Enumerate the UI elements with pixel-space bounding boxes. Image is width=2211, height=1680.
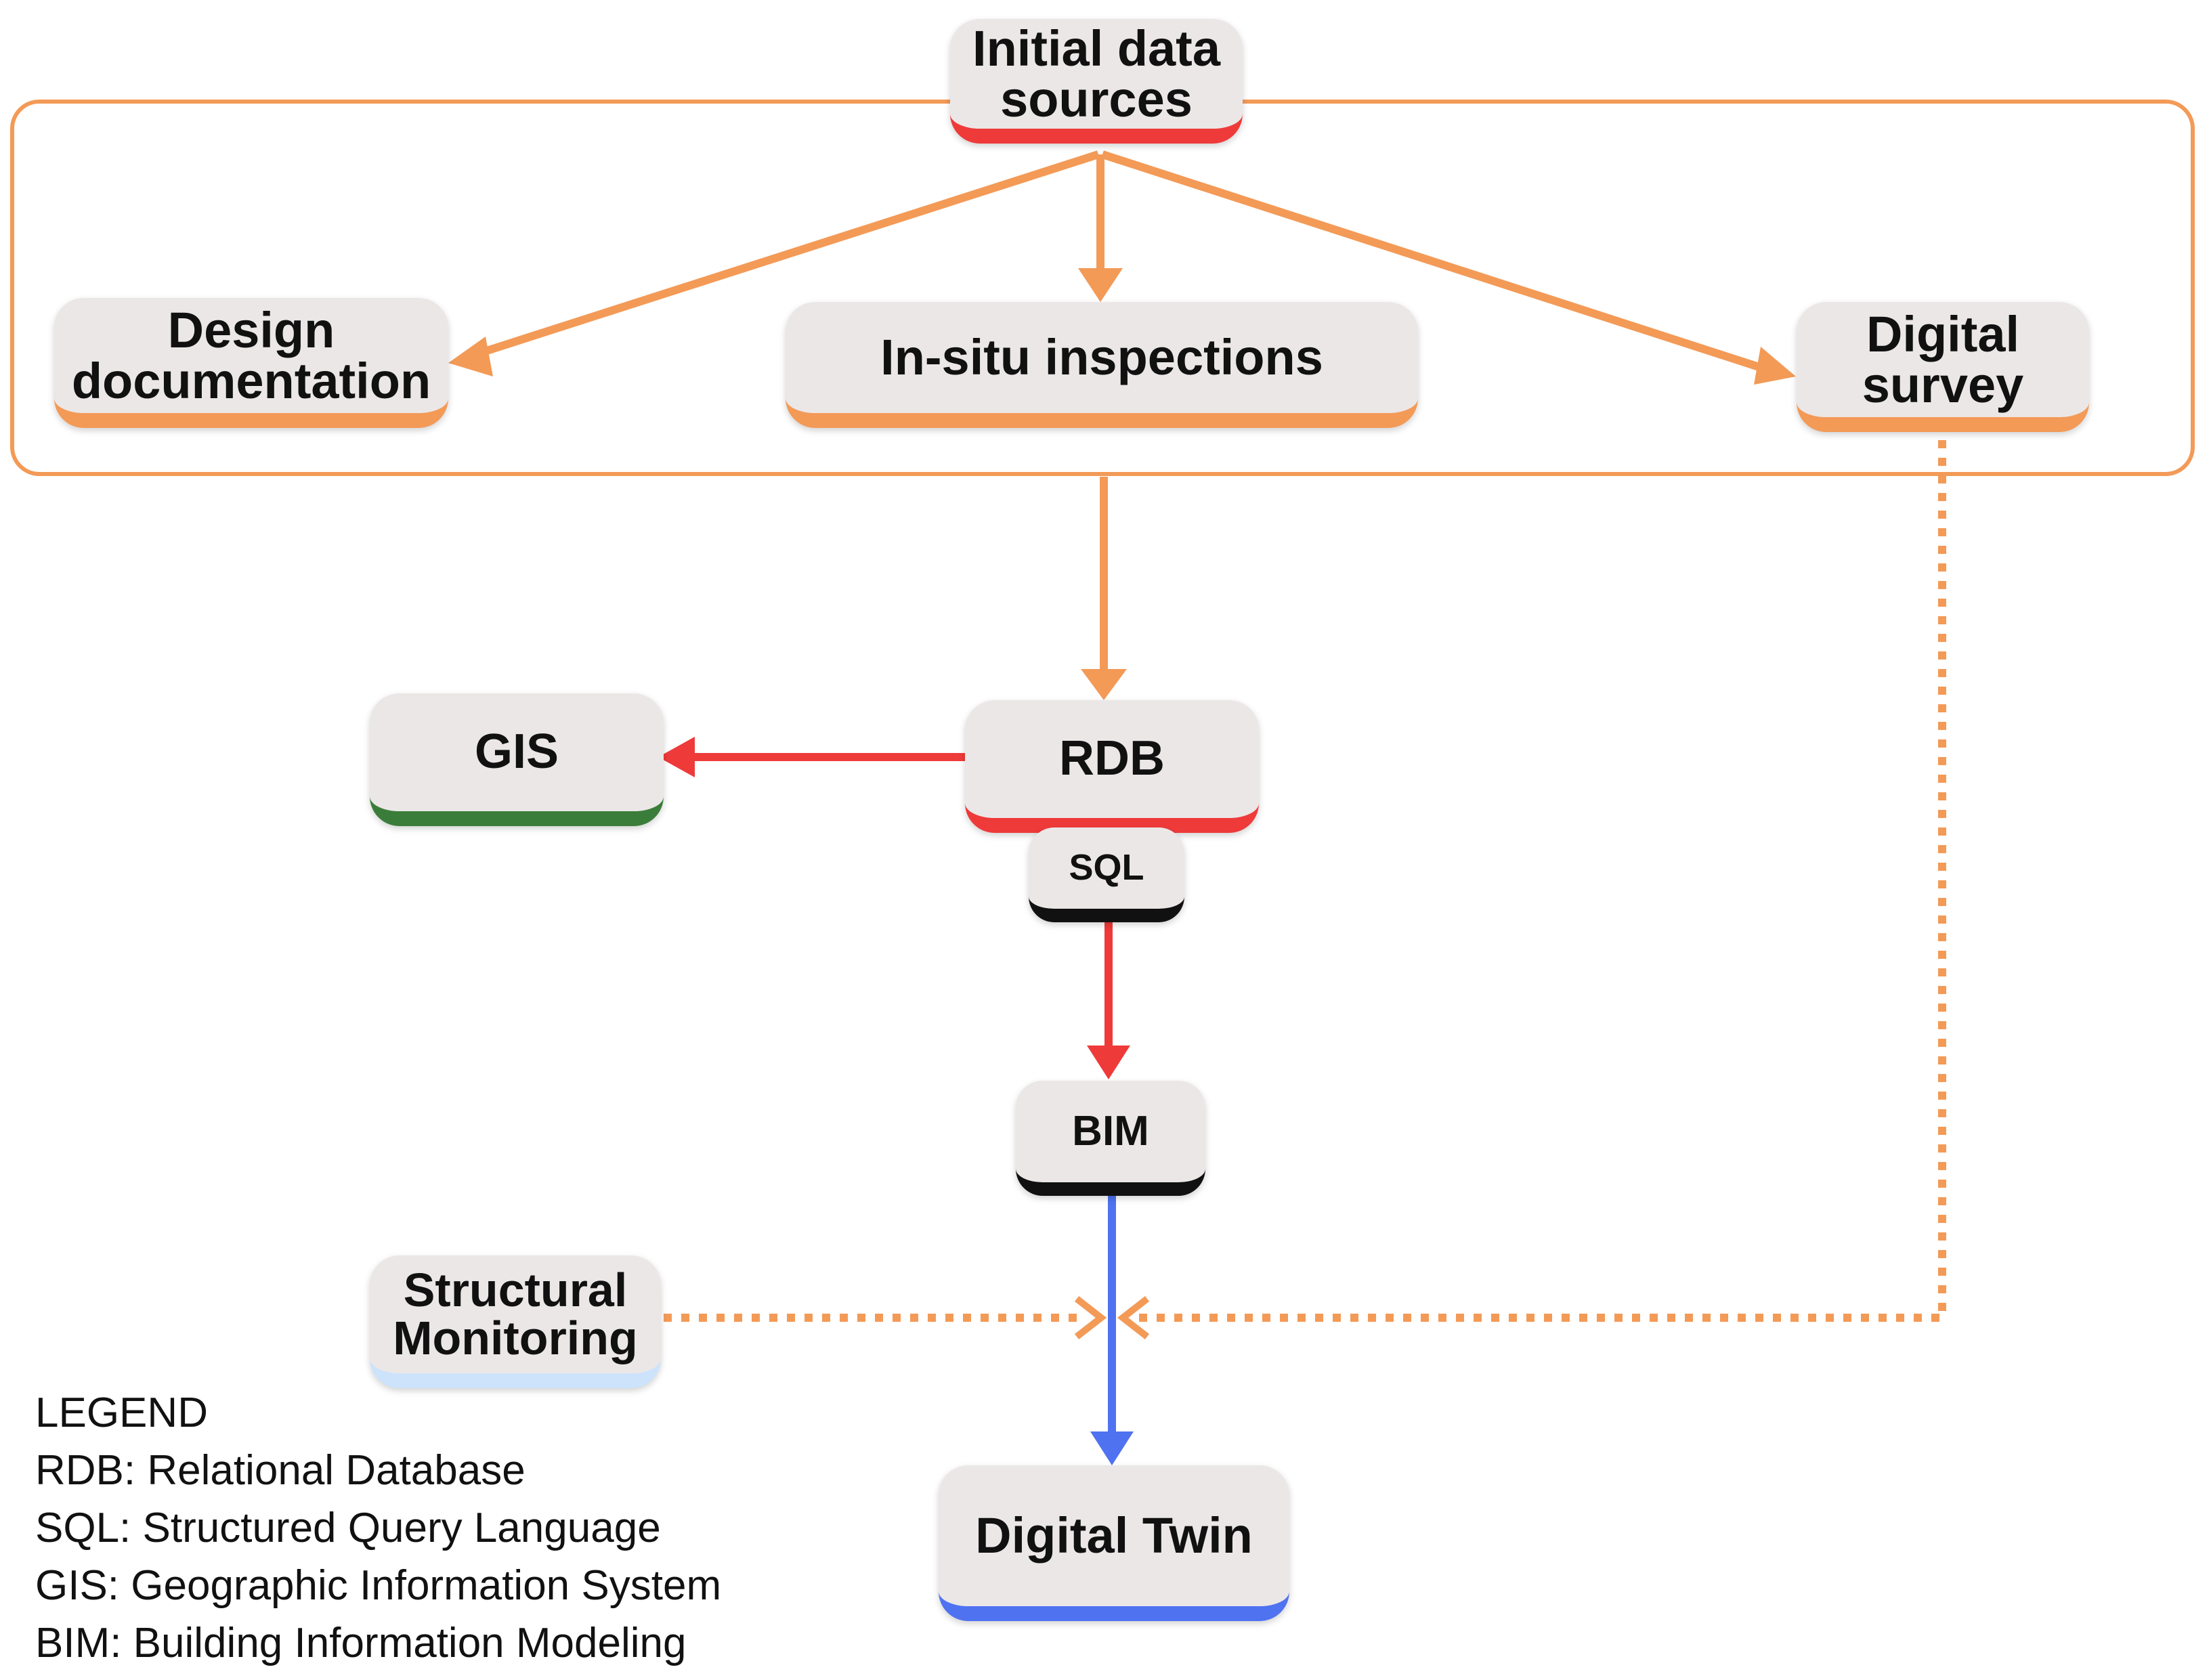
arrowhead-twin — [1090, 1431, 1134, 1465]
gis-node: GIS — [370, 693, 664, 826]
arrowhead-gis — [658, 737, 695, 777]
rdb-label: RDB — [1059, 731, 1165, 786]
edge-initial-to-survey — [1101, 150, 1769, 374]
digital-survey-label: Digital survey — [1862, 305, 2024, 413]
digital-twin-label: Digital Twin — [975, 1507, 1253, 1564]
sql-node: SQL — [1029, 827, 1184, 922]
legend-item: BIM: Building Information Modeling — [35, 1620, 687, 1666]
design-documentation-node: Design documentation — [54, 298, 448, 428]
arrowhead-design — [448, 337, 493, 376]
initial-data-sources-node: Initial data sources — [950, 19, 1243, 144]
edge-survey-to-twin-dotted — [1138, 440, 1946, 1322]
bim-node: BIM — [1016, 1081, 1205, 1196]
in-situ-inspections-node: In-situ inspections — [786, 302, 1418, 428]
arrowhead-rdb — [1081, 669, 1127, 700]
structural-monitoring-node: Structural Monitoring — [370, 1255, 661, 1388]
arrowhead-insitu — [1078, 268, 1123, 302]
legend-item: GIS: Geographic Information System — [35, 1562, 722, 1609]
design-documentation-label: Design documentation — [71, 301, 431, 409]
initial-data-sources-label: Initial data sources — [972, 20, 1220, 127]
legend: LEGEND RDB: Relational Database SQL: Str… — [35, 1384, 721, 1672]
in-situ-inspections-label: In-situ inspections — [880, 329, 1323, 386]
edge-initial-to-design — [473, 150, 1100, 359]
legend-item: RDB: Relational Database — [35, 1447, 525, 1494]
legend-item: SQL: Structured Query Language — [35, 1505, 661, 1551]
bim-label: BIM — [1072, 1108, 1149, 1155]
structural-monitoring-label: Structural Monitoring — [393, 1263, 638, 1364]
sql-label: SQL — [1069, 847, 1144, 888]
gis-label: GIS — [474, 725, 559, 779]
arrowhead-bim — [1087, 1046, 1130, 1079]
arrowhead-survey-dotted — [1117, 1296, 1150, 1339]
legend-title: LEGEND — [35, 1390, 208, 1436]
digital-survey-node: Digital survey — [1797, 302, 2089, 432]
digital-twin-node: Digital Twin — [939, 1465, 1289, 1621]
arrowhead-survey — [1754, 347, 1796, 385]
rdb-node: RDB — [965, 700, 1259, 833]
arrowhead-monitoring-dotted — [1074, 1296, 1107, 1339]
